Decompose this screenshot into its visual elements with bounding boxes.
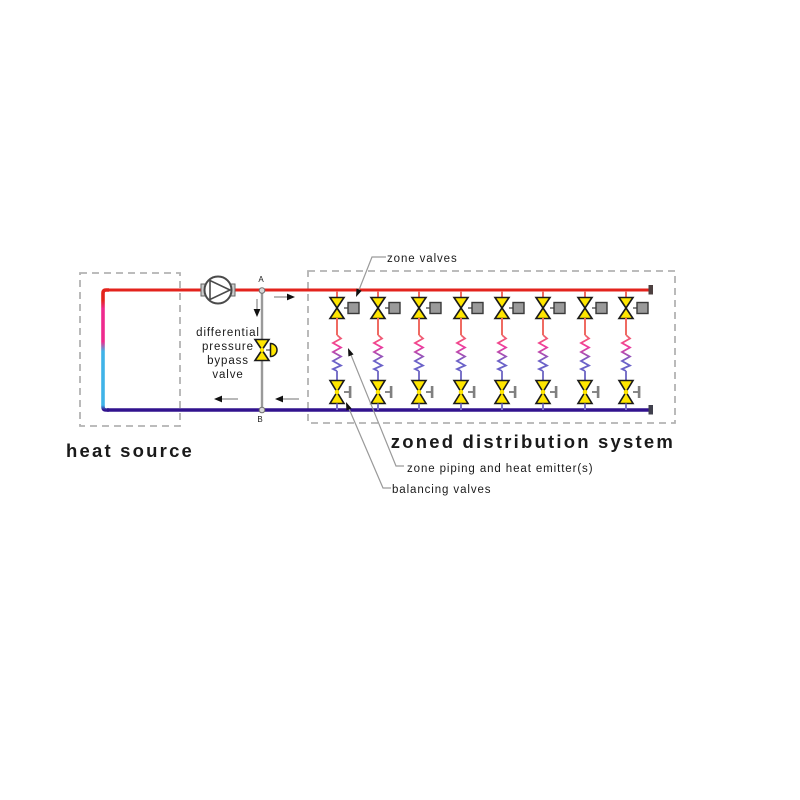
- zone-unit: [535, 290, 566, 411]
- zone-unit: [370, 290, 401, 411]
- svg-text:bypass: bypass: [207, 355, 249, 367]
- svg-text:pressure: pressure: [202, 341, 254, 353]
- zone-unit: [329, 290, 360, 411]
- boiler-loop-pipe: [101, 288, 109, 412]
- point-b-label: B: [257, 415, 262, 424]
- flow-arrow-return-left-2-icon: [275, 395, 299, 403]
- zone-unit: [411, 290, 442, 411]
- zone-piping-label: zone piping and heat emitter(s): [407, 463, 593, 475]
- flow-arrow-supply-right-icon: [274, 293, 295, 301]
- zones: [329, 290, 649, 411]
- bypass-valve-label: differential pressure bypass valve: [196, 327, 260, 381]
- leader-arrowhead-icon: [356, 288, 362, 297]
- balancing-valves-label: balancing valves: [392, 484, 491, 496]
- zoned-system-box: [307, 270, 676, 424]
- point-a-label: A: [258, 275, 264, 284]
- flow-arrow-bypass-down-icon: [253, 299, 261, 317]
- leader-arrowhead-icon: [348, 348, 354, 357]
- zone-unit: [453, 290, 484, 411]
- supply-end-cap: [648, 285, 653, 295]
- differential-bypass-valve-icon: [253, 338, 278, 362]
- flow-arrow-return-left-1-icon: [214, 395, 238, 403]
- heat-source-box: [79, 272, 181, 427]
- return-end-cap: [648, 405, 653, 415]
- leader-balancing-valves: [346, 402, 391, 489]
- leader-arrowhead-icon: [346, 402, 352, 411]
- junction-a-dot: [258, 287, 266, 294]
- leader-zone-piping: [348, 348, 404, 467]
- leader-zone-valves: [356, 256, 386, 297]
- zone-unit: [618, 290, 649, 411]
- svg-text:valve: valve: [212, 369, 243, 381]
- junction-b-dot: [258, 406, 266, 414]
- zoned-distribution-label: zoned distribution system: [391, 431, 675, 452]
- heat-source-label: heat source: [66, 440, 194, 461]
- pump-icon: [200, 275, 236, 305]
- svg-text:differential: differential: [196, 327, 260, 339]
- zone-valves-label: zone valves: [387, 253, 458, 265]
- zone-unit: [577, 290, 608, 411]
- zone-unit: [494, 290, 525, 411]
